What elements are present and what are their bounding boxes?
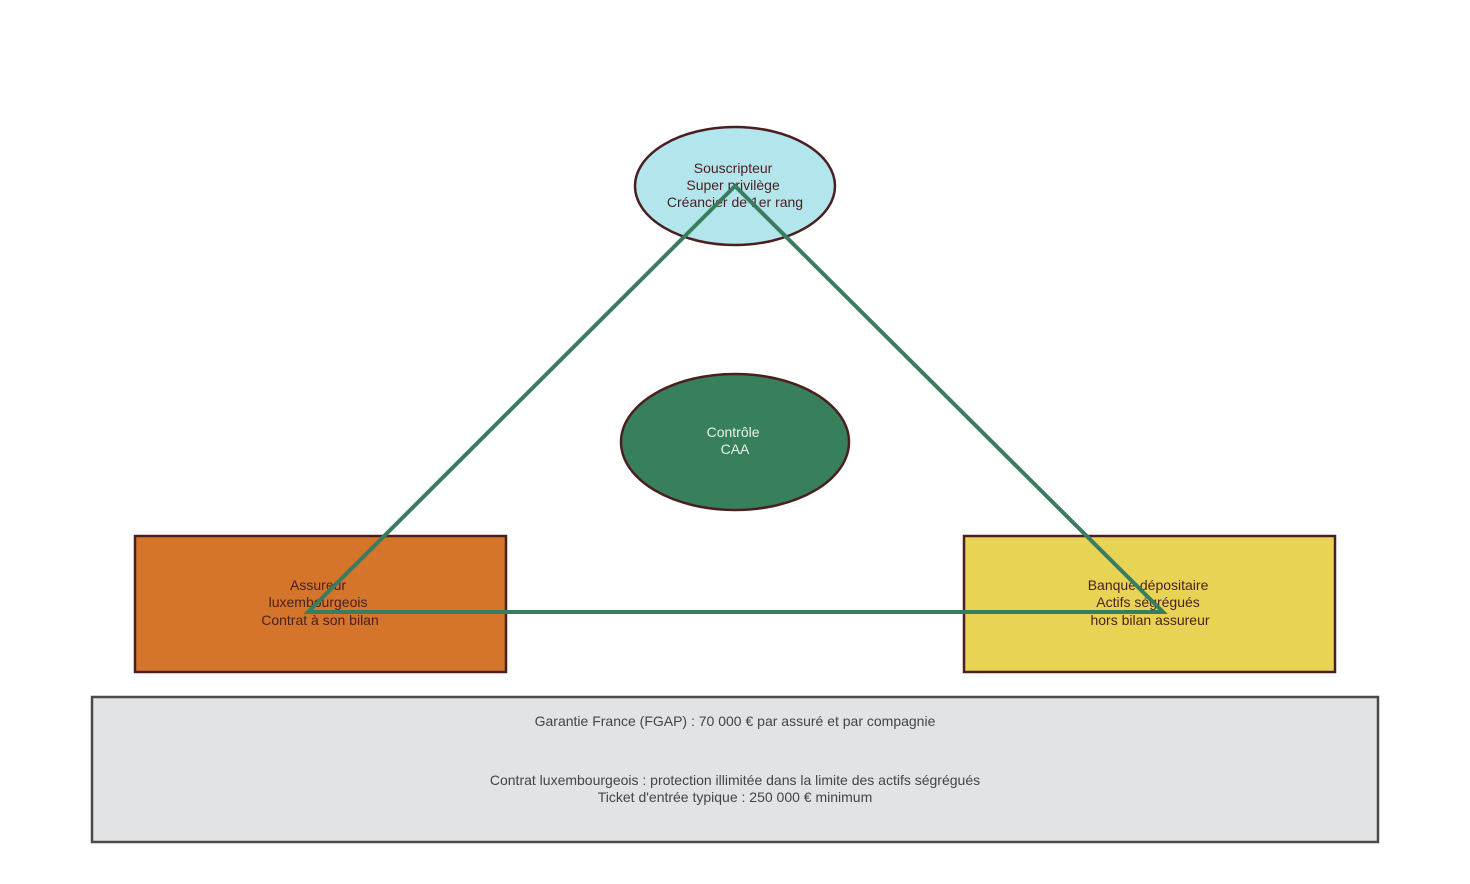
footer-ticket: Ticket d'entrée typique : 250 000 € mini… [598, 789, 873, 805]
assureur-box [133, 534, 508, 674]
controle-ellipse [619, 372, 851, 512]
souscripteur-line-3: Créancier de 1er rang [667, 194, 803, 210]
footer-garantie-france: Garantie France (FGAP) : 70 000 € par as… [535, 713, 936, 729]
souscripteur-line-2: Super privilège [686, 177, 780, 193]
banque-line-1: Banque dépositaire [1088, 577, 1209, 593]
assureur-line-3: Contrat à son bilan [261, 612, 379, 628]
controle-line-1: Contrôle [707, 424, 760, 440]
banque-box [962, 534, 1337, 674]
souscripteur-line-1: Souscripteur [694, 160, 773, 176]
footer-info-box: Garantie France (FGAP) : 70 000 € par as… [90, 695, 1380, 844]
banque-label: Banque dépositaire Actifs ségrégués hors… [1088, 577, 1213, 628]
node-banque: Banque dépositaire Actifs ségrégués hors… [962, 534, 1337, 674]
footer-contrat-lux: Contrat luxembourgeois : protection illi… [490, 772, 980, 788]
controle-line-2: CAA [721, 441, 750, 457]
node-assureur: Assureur luxembourgeois Contrat à son bi… [133, 534, 508, 674]
souscripteur-label: Souscripteur Super privilège Créancier d… [667, 160, 803, 210]
node-controle: Contrôle CAA [619, 372, 851, 512]
banque-line-2: Actifs ségrégués [1096, 594, 1200, 610]
footer-background [90, 695, 1380, 844]
banque-line-3: hors bilan assureur [1090, 612, 1209, 628]
relationship-triangle [303, 183, 1168, 614]
controle-label: Contrôle CAA [707, 424, 764, 457]
